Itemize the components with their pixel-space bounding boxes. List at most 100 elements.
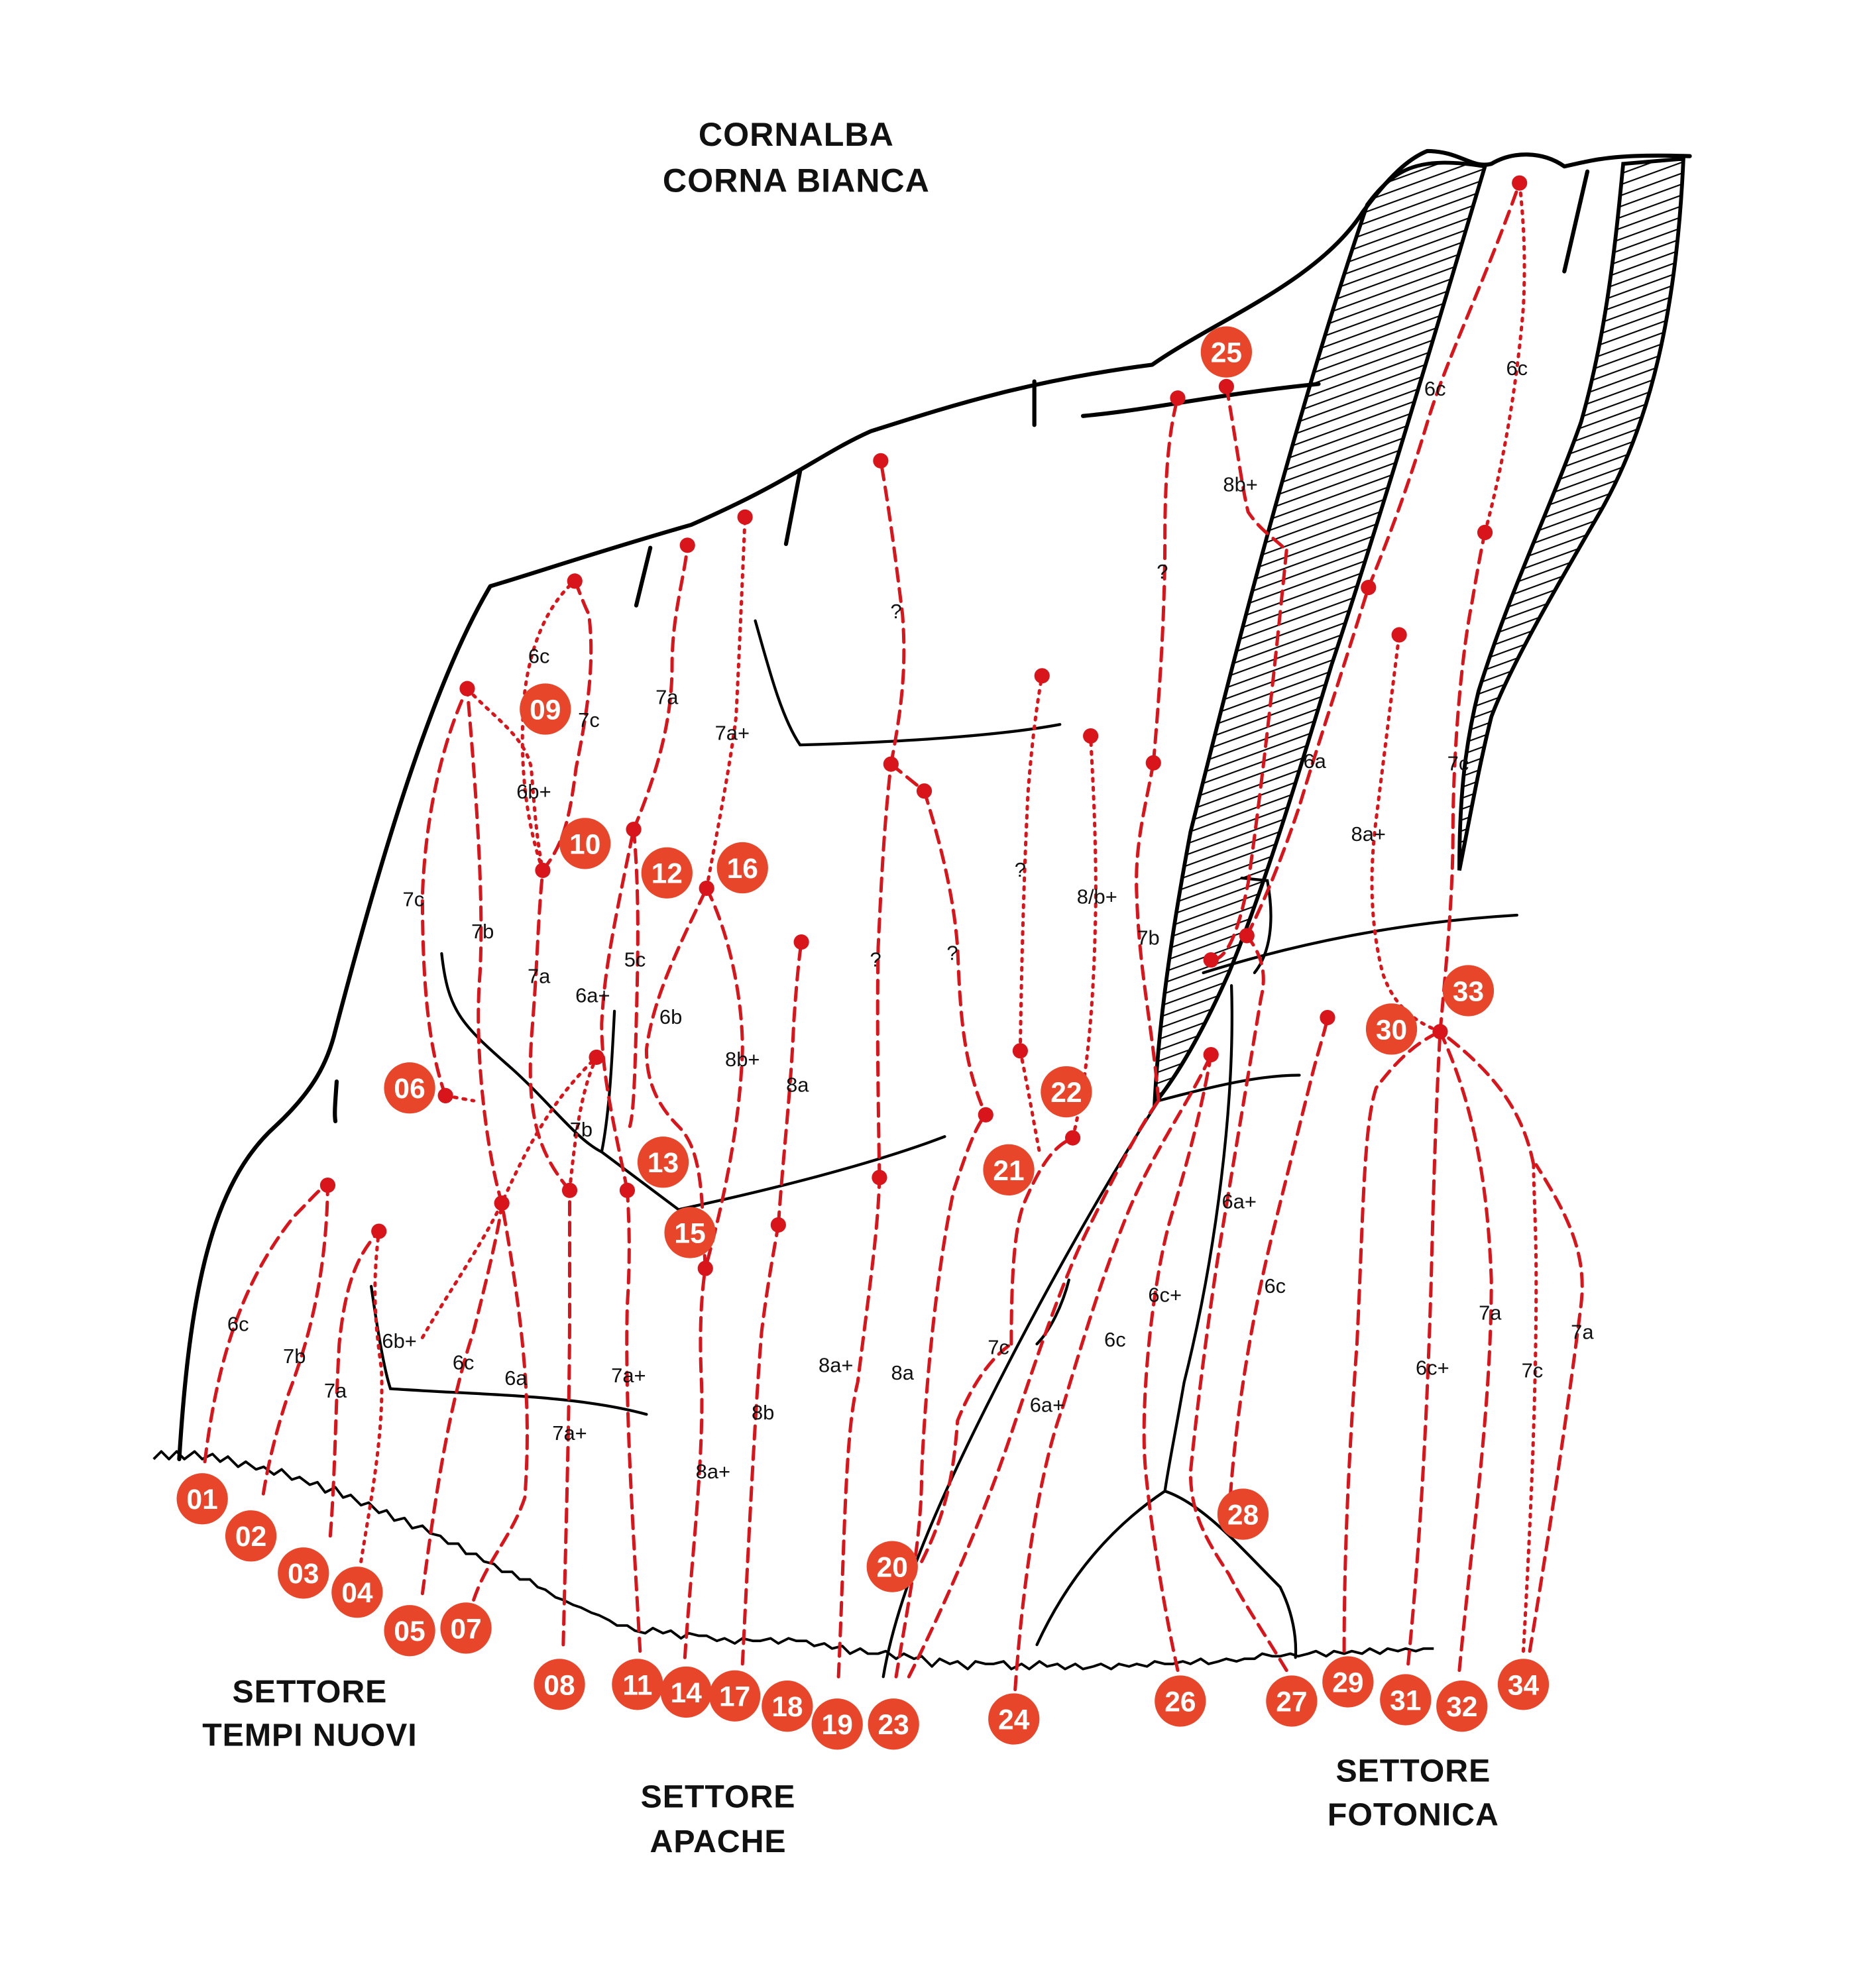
svg-text:02: 02 bbox=[235, 1521, 266, 1553]
grade-label: 7c bbox=[1447, 752, 1469, 775]
route-badge-13: 13 bbox=[637, 1136, 689, 1188]
svg-text:23: 23 bbox=[878, 1710, 909, 1741]
grade-label: 6a bbox=[1303, 749, 1326, 773]
route-badge-32: 32 bbox=[1436, 1681, 1488, 1732]
svg-text:25: 25 bbox=[1211, 338, 1242, 369]
belay-point bbox=[1203, 952, 1219, 968]
route-badge-28: 28 bbox=[1217, 1488, 1269, 1540]
belay-point bbox=[1320, 1009, 1335, 1026]
belay-point bbox=[916, 783, 933, 799]
sector-apache-line1: SETTORE bbox=[641, 1779, 796, 1814]
rock-outline bbox=[177, 148, 1692, 1462]
belay-point bbox=[737, 509, 753, 525]
route-badge-12: 12 bbox=[641, 847, 693, 899]
svg-text:13: 13 bbox=[648, 1148, 679, 1179]
svg-text:05: 05 bbox=[394, 1616, 425, 1647]
svg-text:32: 32 bbox=[1446, 1692, 1477, 1723]
grade-label: 7a bbox=[655, 685, 679, 708]
route-badge-27: 27 bbox=[1266, 1675, 1318, 1727]
route-badge-08: 08 bbox=[534, 1659, 585, 1710]
svg-text:18: 18 bbox=[771, 1692, 803, 1723]
grade-label: 7c bbox=[988, 1336, 1009, 1359]
grade-label: 7a+ bbox=[552, 1421, 587, 1445]
grade-label: 6b+ bbox=[382, 1329, 416, 1353]
route-badge-04: 04 bbox=[331, 1567, 383, 1618]
route-badge-09: 09 bbox=[520, 683, 571, 735]
route-badge-03: 03 bbox=[278, 1547, 329, 1599]
grade-label: 6c bbox=[1506, 357, 1528, 380]
grade-label: 8b bbox=[752, 1401, 774, 1424]
belay-point bbox=[697, 1260, 713, 1276]
svg-text:22: 22 bbox=[1050, 1077, 1082, 1109]
sector-tempi-nuovi-line2: TEMPI NUOVI bbox=[202, 1718, 417, 1753]
route-badge-15: 15 bbox=[664, 1207, 716, 1258]
grade-label: 6c bbox=[453, 1351, 475, 1374]
belay-point bbox=[1477, 524, 1493, 541]
grade-label: 6c bbox=[528, 645, 550, 668]
route-badge-31: 31 bbox=[1380, 1674, 1432, 1726]
belay-point bbox=[1145, 755, 1161, 771]
grade-label: 7b bbox=[570, 1118, 593, 1141]
route-badge-19: 19 bbox=[811, 1698, 863, 1750]
grade-label: 8b+ bbox=[1223, 473, 1257, 496]
belay-point bbox=[1391, 627, 1407, 643]
grade-label: ? bbox=[890, 600, 901, 623]
grade-label: 6c bbox=[1424, 377, 1446, 400]
svg-text:09: 09 bbox=[530, 695, 561, 726]
belay-points bbox=[319, 175, 1528, 1276]
grade-label: 6c bbox=[1104, 1328, 1126, 1351]
grade-label: 8a+ bbox=[1351, 822, 1386, 846]
route-badge-17: 17 bbox=[709, 1670, 761, 1722]
belay-point bbox=[699, 880, 714, 897]
svg-text:03: 03 bbox=[288, 1559, 319, 1590]
grade-label: ? bbox=[1015, 858, 1026, 881]
route-badge-34: 34 bbox=[1497, 1659, 1550, 1710]
route-badge-11: 11 bbox=[612, 1659, 663, 1710]
belay-point bbox=[371, 1223, 387, 1239]
grade-label: 8a bbox=[891, 1361, 915, 1384]
svg-text:30: 30 bbox=[1376, 1015, 1407, 1046]
belay-point bbox=[1012, 1043, 1028, 1059]
grade-label: 7c bbox=[1522, 1358, 1544, 1382]
grade-label: ? bbox=[1157, 560, 1168, 583]
belay-point bbox=[589, 1049, 604, 1066]
route-badge-23: 23 bbox=[868, 1698, 919, 1750]
route-badge-29: 29 bbox=[1322, 1656, 1374, 1708]
route-badge-01: 01 bbox=[176, 1473, 228, 1525]
grade-label: 6c bbox=[1264, 1274, 1286, 1298]
svg-text:33: 33 bbox=[1453, 976, 1484, 1007]
belay-point bbox=[679, 537, 695, 553]
belay-point bbox=[626, 822, 642, 838]
grade-label: 7a+ bbox=[715, 721, 750, 744]
svg-text:27: 27 bbox=[1276, 1686, 1307, 1718]
route-badge-30: 30 bbox=[1365, 1003, 1418, 1055]
grade-label: 7a+ bbox=[611, 1364, 646, 1387]
route-badge-22: 22 bbox=[1041, 1066, 1092, 1118]
sector-fotonica-line1: SETTORE bbox=[1335, 1753, 1491, 1789]
belay-point bbox=[872, 1170, 887, 1186]
grade-label: 7b bbox=[471, 920, 494, 943]
belay-point bbox=[459, 681, 475, 696]
hatched-pillar-right bbox=[1457, 156, 1685, 871]
route-badge-25: 25 bbox=[1200, 326, 1253, 378]
route-badge-24: 24 bbox=[988, 1693, 1040, 1745]
route-badge-33: 33 bbox=[1442, 965, 1495, 1017]
grade-label: 6a+ bbox=[1030, 1393, 1064, 1416]
belay-point bbox=[1432, 1024, 1448, 1040]
svg-text:08: 08 bbox=[543, 1670, 575, 1701]
route-badge-20: 20 bbox=[866, 1541, 918, 1592]
grade-label: 6b bbox=[659, 1005, 682, 1028]
svg-text:12: 12 bbox=[651, 859, 683, 890]
grade-label: 6a+ bbox=[575, 983, 610, 1007]
grade-label: 7a bbox=[324, 1379, 347, 1402]
belay-point bbox=[1218, 378, 1234, 394]
route-badge-18: 18 bbox=[762, 1681, 813, 1732]
belay-point bbox=[535, 862, 551, 879]
belay-point bbox=[1083, 728, 1099, 744]
grade-label: 7c bbox=[403, 888, 425, 911]
crag-title-line1: CORNALBA bbox=[699, 116, 894, 153]
route-badge-07: 07 bbox=[440, 1602, 492, 1654]
belay-point bbox=[1034, 668, 1050, 684]
grade-label: 5c bbox=[624, 948, 646, 971]
